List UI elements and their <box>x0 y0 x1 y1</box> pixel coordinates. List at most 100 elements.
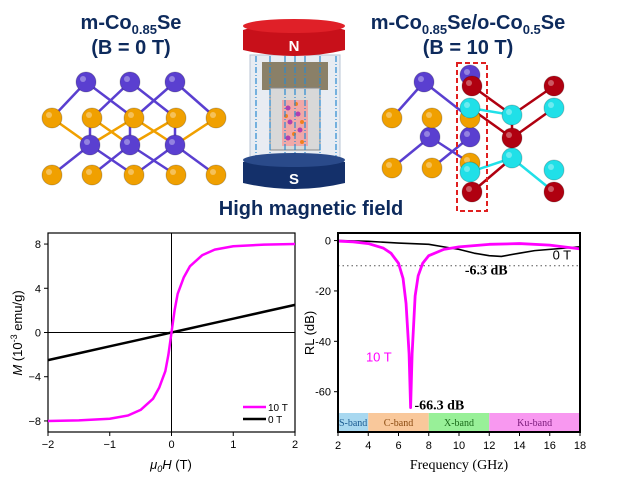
legend-label-0t: 0 T <box>268 415 282 426</box>
se-atom <box>381 107 403 129</box>
o-co-atom <box>543 97 565 119</box>
se-atom <box>123 164 145 186</box>
atom-highlight <box>80 76 86 82</box>
o-co-atom <box>543 159 565 181</box>
legend: 10 T 0 T <box>243 403 288 426</box>
x-tick-label: 6 <box>395 440 401 452</box>
high-field-caption: High magnetic field <box>219 198 403 220</box>
co-atom <box>419 126 441 148</box>
o-se-atom <box>461 181 483 203</box>
atom-highlight <box>170 169 176 175</box>
atom-highlight <box>46 112 52 118</box>
x-tick-label: 8 <box>426 440 432 452</box>
annotation: -66.3 dB <box>414 398 464 413</box>
atom-highlight <box>170 112 176 118</box>
se-atom <box>41 107 63 129</box>
atom-highlight <box>210 169 216 175</box>
y-tick-label: -60 <box>315 387 331 399</box>
right-structure-field: (B = 10 T) <box>423 37 514 59</box>
atom-highlight <box>464 157 470 163</box>
atom-highlight <box>506 109 512 115</box>
atom-highlight <box>386 162 392 168</box>
y-tick-label: −4 <box>28 372 41 384</box>
series-line-10t <box>337 239 581 409</box>
o-se-atom <box>501 127 523 149</box>
co-atom <box>79 134 101 156</box>
co-atom <box>75 71 97 93</box>
o-se-atom <box>543 181 565 203</box>
x-tick-label: 2 <box>292 439 298 451</box>
legend-label-10t: 10 T <box>268 403 288 414</box>
x-tick-label: 18 <box>574 440 586 452</box>
right-structure-title: m-Co0.85Se/o-Co0.5Se <box>371 12 566 37</box>
x-tick-label: 4 <box>365 440 371 452</box>
se-atom <box>81 164 103 186</box>
atom-highlight <box>386 112 392 118</box>
atom-highlight <box>426 112 432 118</box>
atom-highlight <box>548 80 554 86</box>
x-tick-label: 2 <box>335 440 341 452</box>
left-structure-title: m-Co0.85Se <box>81 12 182 37</box>
se-atom <box>421 157 443 179</box>
atom-highlight <box>124 139 130 145</box>
se-atom <box>81 107 103 129</box>
atom-highlight <box>548 102 554 108</box>
series-line-10t <box>47 242 296 423</box>
x-tick-label: 14 <box>513 440 525 452</box>
atom-highlight <box>418 76 424 82</box>
interface-highlight-box <box>456 62 488 212</box>
se-atom <box>165 107 187 129</box>
o-se-atom <box>543 75 565 97</box>
se-atom <box>381 157 403 179</box>
o-se-atom <box>461 75 483 97</box>
x-tick-label: −1 <box>103 439 116 451</box>
y-axis-label: M (10-3 emu/g) <box>9 290 25 375</box>
co-atom <box>413 71 435 93</box>
y-tick-label: -40 <box>315 336 331 348</box>
m-co085se-crystal <box>41 71 227 186</box>
atom-highlight <box>128 169 134 175</box>
se-atom <box>41 164 63 186</box>
band-s-band <box>338 413 369 432</box>
y-axis-label: RL (dB) <box>302 311 317 355</box>
atom-highlight <box>424 131 430 137</box>
y-tick-label: 0 <box>325 236 331 248</box>
atom-highlight <box>466 186 472 192</box>
se-atom <box>123 107 145 129</box>
x-tick-label: 10 <box>453 440 465 452</box>
atom-highlight <box>124 76 130 82</box>
y-tick-label: -20 <box>315 286 331 298</box>
atom-highlight <box>464 131 470 137</box>
band-label: S-band <box>339 418 367 429</box>
series-line-0t <box>337 239 581 258</box>
co-atom <box>459 126 481 148</box>
atom-highlight <box>464 166 470 172</box>
y-tick-label: 0 <box>35 328 41 340</box>
band-c-band <box>368 413 429 432</box>
x-axis-label: μ0H (T) <box>149 457 192 474</box>
atom-highlight <box>426 162 432 168</box>
atom-highlight <box>506 152 512 158</box>
annotation: -6.3 dB <box>465 264 508 279</box>
atom-highlight <box>169 139 175 145</box>
x-tick-label: 1 <box>230 439 236 451</box>
se-atom <box>205 164 227 186</box>
heterostructure-crystal <box>381 64 565 203</box>
atom-highlight <box>548 164 554 170</box>
x-axis-label: Frequency (GHz) <box>410 458 509 473</box>
o-co-atom <box>459 97 481 119</box>
band-label: Ku-band <box>517 418 552 429</box>
atom-highlight <box>464 102 470 108</box>
atom-highlight <box>169 76 175 82</box>
atom-highlight <box>128 112 134 118</box>
o-co-atom <box>501 104 523 126</box>
atom-highlight <box>86 112 92 118</box>
se-atom <box>421 107 443 129</box>
co-atom <box>119 134 141 156</box>
band-x-band <box>428 413 490 432</box>
co-atom <box>164 71 186 93</box>
